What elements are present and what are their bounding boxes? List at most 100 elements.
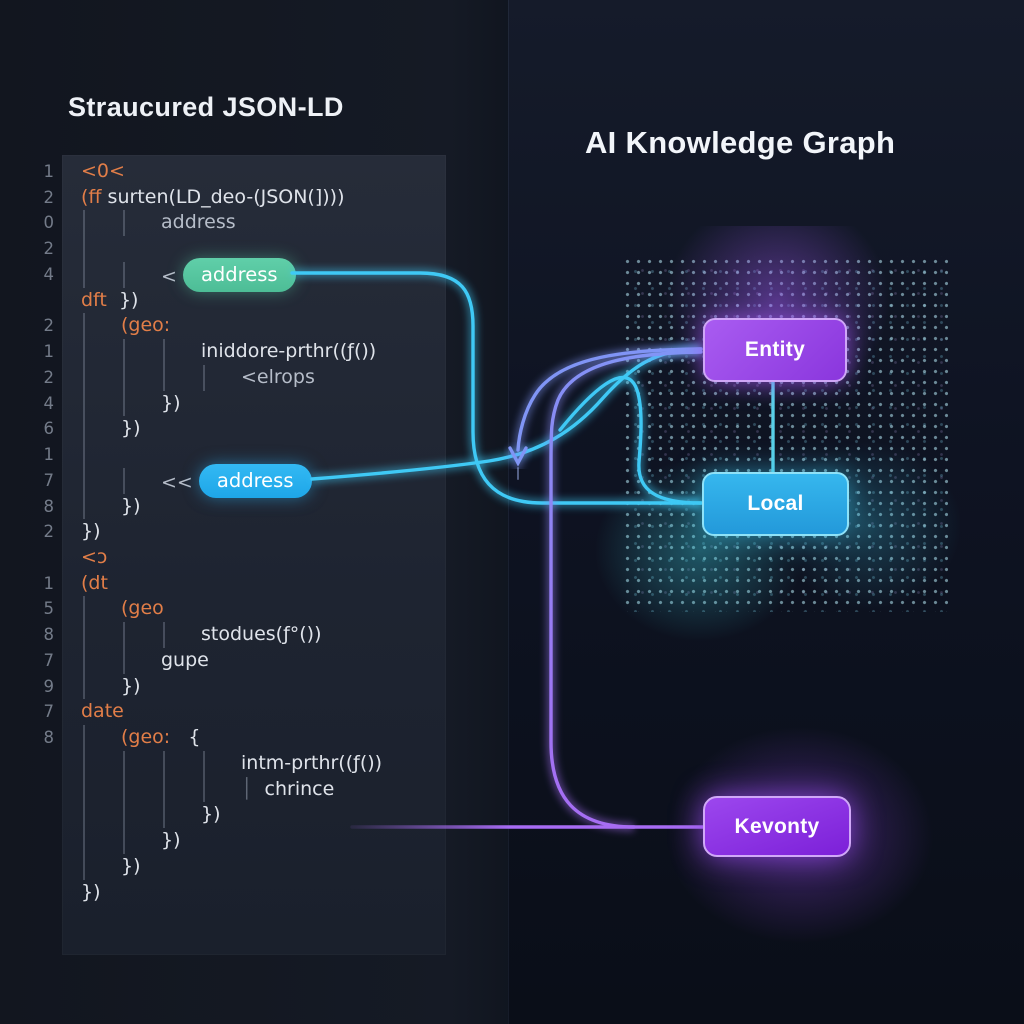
indent-guide — [123, 467, 125, 494]
code-line: 4}) — [8, 390, 458, 417]
code-token: stodues(ƒ°()) — [201, 623, 322, 646]
knowledge-graph-title: AI Knowledge Graph — [585, 124, 896, 160]
indent-guide — [83, 210, 85, 237]
code-token: <0< — [81, 160, 125, 182]
code-line: 8}) — [8, 493, 458, 520]
code-token: (geo — [121, 597, 164, 620]
indent-guide — [203, 364, 205, 391]
code-token: (dt — [81, 571, 108, 594]
code-token: }) — [106, 288, 139, 311]
code-line: 2 — [8, 236, 458, 262]
code-line: 8 stodues(ƒ°()) — [8, 622, 458, 648]
indent-guide — [123, 647, 125, 674]
indent-guide — [123, 750, 125, 777]
indent-guide — [163, 776, 165, 803]
indent-guide — [123, 261, 125, 288]
indent-guide — [163, 622, 165, 648]
indent-guide — [123, 364, 125, 391]
indent-guide — [163, 750, 165, 777]
code-token: (ff — [81, 185, 108, 208]
code-line: <ɔ — [8, 545, 458, 571]
indent-guide — [83, 364, 85, 391]
indent-guide — [83, 236, 85, 262]
graph-node-local[interactable]: Local — [702, 472, 849, 536]
indent-guide — [83, 493, 85, 520]
code-line: 2<elrops — [8, 364, 458, 391]
code-line: 2}) — [8, 519, 458, 545]
code-token: gupe — [161, 648, 209, 671]
indent-guide — [83, 261, 85, 288]
indent-guide — [123, 802, 125, 829]
line-number: 9 — [43, 676, 55, 696]
line-number: 2 — [43, 522, 55, 542]
code-token: │ — [241, 777, 253, 800]
code-line: intm-prthr((ƒ()) — [8, 750, 458, 777]
indent-guide — [123, 776, 125, 803]
indent-guide — [83, 313, 85, 340]
line-number: 4 — [43, 393, 55, 413]
code-line: 9}) — [8, 673, 458, 700]
code-token: }) — [81, 880, 101, 903]
line-number: 1 — [43, 162, 55, 181]
line-number: 6 — [43, 419, 55, 439]
code-token: intm-prthr((ƒ()) — [241, 751, 383, 774]
indent-guide — [163, 339, 165, 365]
code-token: }) — [121, 494, 141, 517]
indent-guide — [83, 828, 85, 854]
indent-guide — [123, 828, 125, 854]
code-line: 4< address — [8, 257, 458, 292]
code-token: }) — [121, 417, 141, 440]
graph-node-entity-label: Entity — [744, 338, 806, 361]
indent-guide — [123, 339, 125, 365]
code-token: { — [170, 726, 201, 749]
code-pill-address[interactable]: address — [182, 257, 296, 292]
indent-guide — [83, 339, 85, 365]
indent-guide — [163, 364, 165, 391]
line-number: 8 — [43, 625, 55, 645]
graph-node-entity[interactable]: Entity — [703, 318, 847, 382]
indent-guide — [83, 390, 85, 417]
line-number: 8 — [43, 496, 55, 516]
line-number: 7 — [43, 650, 55, 670]
line-number: 2 — [43, 187, 55, 207]
code-token: }) — [121, 854, 141, 877]
line-number: 1 — [43, 445, 55, 465]
indent-guide — [83, 853, 85, 880]
code-token: <ɔ — [81, 546, 108, 569]
code-token: (geo: — [121, 726, 171, 749]
code-line: 1 — [8, 442, 458, 468]
code-line: 2(ff surten(LD_deo-(JSON(]))) — [8, 185, 458, 211]
indent-guide — [83, 467, 85, 494]
indent-guide — [163, 802, 165, 829]
left-panel-title: Straucured JSON-LD — [68, 92, 344, 123]
indent-guide — [83, 725, 85, 751]
code-token: }) — [121, 674, 141, 697]
line-number: 0 — [43, 213, 55, 233]
graph-node-kevonty[interactable]: Kevonty — [703, 796, 851, 857]
code-line: 8(geo: { — [8, 725, 458, 751]
indent-guide — [123, 390, 125, 417]
line-number: 2 — [43, 316, 55, 336]
line-number: 2 — [43, 239, 55, 259]
code-token: << — [161, 471, 199, 494]
indent-guide — [83, 776, 85, 803]
code-line: }) — [8, 853, 458, 880]
indent-guide — [83, 596, 85, 623]
dot-matrix — [592, 226, 978, 642]
code-token: }) — [161, 391, 181, 414]
indent-guide — [83, 802, 85, 829]
code-line: 2(geo: — [8, 313, 458, 340]
code-token: dft — [81, 288, 107, 311]
line-number: 7 — [43, 702, 55, 722]
code-line: }) — [8, 828, 458, 854]
line-number: 4 — [43, 264, 55, 284]
indent-guide — [203, 776, 205, 803]
line-number: 7 — [43, 470, 55, 490]
code-token: }) — [81, 520, 101, 543]
code-line: 5(geo — [8, 596, 458, 623]
code-token: iniddore-prthr((ƒ()) — [201, 340, 377, 363]
